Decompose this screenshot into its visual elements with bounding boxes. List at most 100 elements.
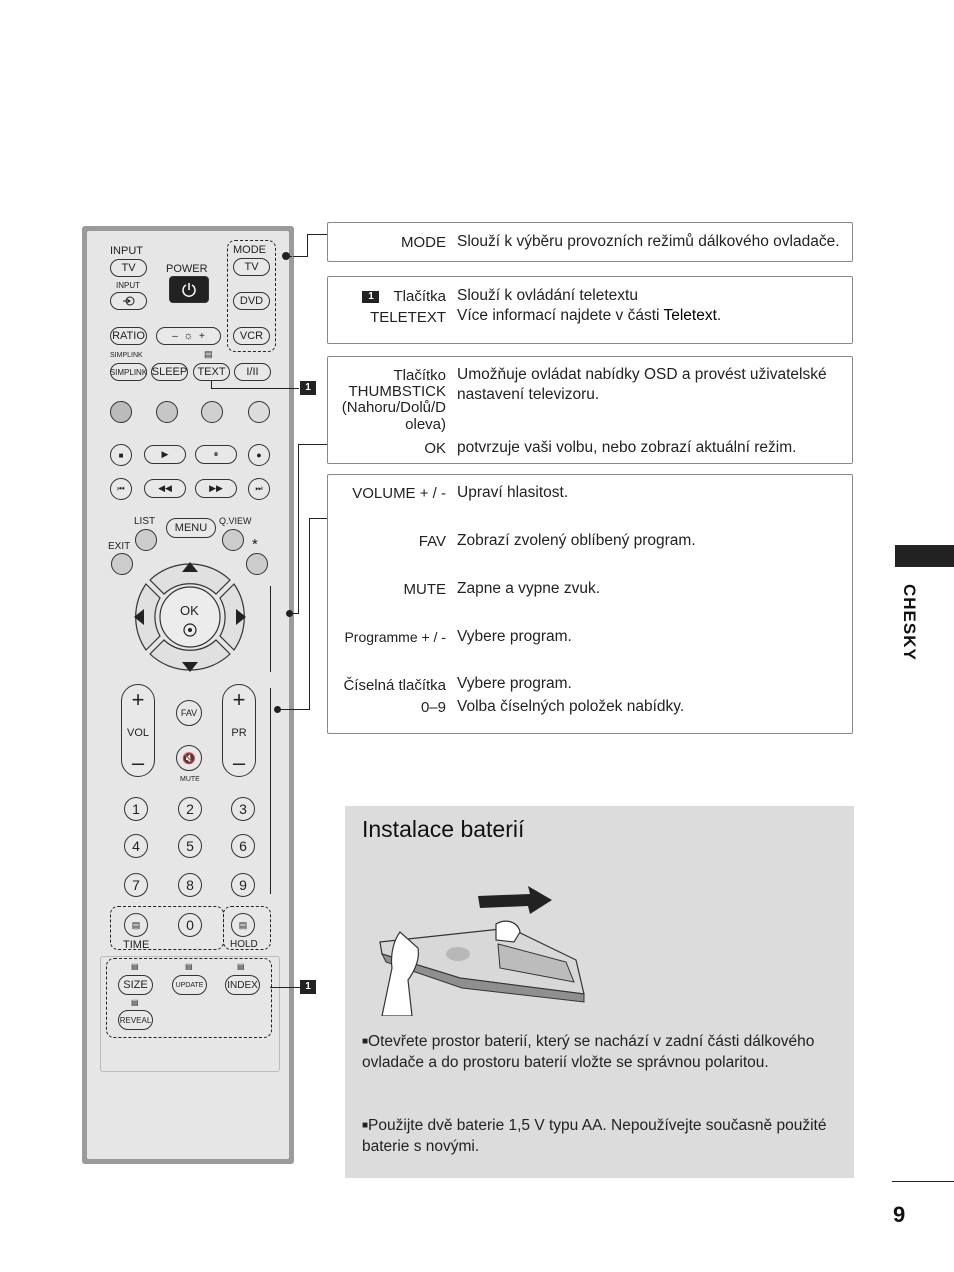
- battery-bullet-2-text: Použijte dvě baterie 1,5 V typu AA. Nepo…: [362, 1117, 827, 1155]
- battery-illustration: [379, 886, 585, 1016]
- callout-line: [293, 256, 307, 257]
- callout-line: [298, 444, 299, 614]
- callout-line-teletext: [270, 987, 300, 988]
- input-icon: [122, 296, 134, 306]
- callout-line: [281, 709, 309, 710]
- digit-1-button: 1: [124, 797, 148, 821]
- vol-desc: Upraví hlasitost.: [457, 484, 569, 501]
- record-button: ●: [248, 444, 270, 466]
- battery-bullet-2: ■Použijte dvě baterie 1,5 V typu AA. Nep…: [362, 1115, 832, 1157]
- mute-label: MUTE: [180, 776, 200, 783]
- list-label: LIST: [134, 516, 156, 527]
- size-button: SIZE: [118, 975, 153, 995]
- ok-desc: potvrzuje vaši volbu, nebo zobrazí aktuá…: [457, 439, 797, 456]
- ok-term: OK: [424, 440, 446, 457]
- skip-back-button: ⏮: [110, 478, 132, 500]
- mode-box: [327, 222, 853, 262]
- list-button: [135, 529, 157, 551]
- right-arrow-icon: [236, 609, 246, 625]
- teletext-desc-2a: Více informací najdete v části: [457, 307, 664, 324]
- num-desc-2: Volba číselných položek nabídky.: [457, 698, 685, 715]
- brightness-button: – ☼ +: [156, 327, 221, 345]
- up-arrow-icon: [182, 562, 198, 572]
- mute-term: MUTE: [403, 581, 447, 598]
- digit-7-button: 7: [124, 873, 148, 897]
- teletext-desc-2: Více informací najdete v části Teletext.: [457, 306, 721, 326]
- digit-8-button: 8: [178, 873, 202, 897]
- digit-6-button: 6: [231, 834, 255, 858]
- fav-desc: Zobrazí zvolený oblíbený program.: [457, 532, 696, 549]
- skip-forward-button: ⏭: [248, 478, 270, 500]
- page-number: 9: [893, 1202, 906, 1227]
- callout-tag-1: 1: [300, 381, 316, 395]
- callout-tag-1: 1: [300, 980, 316, 994]
- teletext-link: Teletext: [663, 307, 717, 324]
- teletext-desc-1: Slouží k ovládání teletextu: [457, 287, 638, 304]
- bottom-panel: [100, 956, 280, 1072]
- minus-icon: –: [131, 750, 145, 775]
- mode-tv-button: TV: [233, 258, 270, 276]
- simplink-logo: SIMPLINK: [110, 352, 143, 359]
- teletext-dashed-group: [106, 958, 272, 1038]
- callout-line: [298, 444, 327, 445]
- text-button: TEXT: [193, 363, 230, 381]
- callout-line: [309, 518, 327, 519]
- callout-bracket-nav: [270, 586, 271, 672]
- plus-icon: +: [232, 687, 246, 712]
- thumb-desc: Umožňuje ovládat nabídky OSD a provést u…: [457, 366, 827, 403]
- fav-button: FAV: [176, 700, 202, 726]
- teletext-hold-icon: ▤: [238, 919, 248, 930]
- remote-body: [87, 231, 289, 1159]
- play-button: ▶: [144, 445, 186, 464]
- teletext-box: [327, 276, 853, 344]
- teletext-term-2: TELETEXT: [370, 309, 446, 326]
- stop-icon: ■: [118, 450, 124, 460]
- callout-dot: [286, 610, 293, 617]
- ok-label: OK: [180, 603, 199, 618]
- num-desc-1: Vybere program.: [457, 675, 572, 692]
- bullet-icon: ■: [362, 1120, 369, 1131]
- input-button: [110, 292, 147, 310]
- mode-term: MODE: [401, 234, 446, 251]
- teletext-badge: 1: [362, 291, 380, 304]
- plus-icon: +: [131, 687, 145, 712]
- vol-label: VOL: [126, 726, 149, 739]
- down-arrow-icon: [182, 662, 198, 672]
- hold-dashed-group: [223, 906, 271, 950]
- navigation-pad: [134, 562, 246, 672]
- callout-line: [307, 234, 308, 257]
- digit-0-button: 0: [178, 913, 202, 937]
- hold-button: ▤: [231, 913, 255, 937]
- hold-label: HOLD: [230, 939, 258, 950]
- callout-dot: [274, 706, 281, 713]
- color-button-blue: [248, 401, 270, 423]
- page-number-rule: [892, 1181, 954, 1182]
- power-icon: [182, 282, 196, 297]
- color-button-yellow: [201, 401, 223, 423]
- vcr-button: VCR: [233, 327, 270, 345]
- fast-forward-button: ▶▶: [195, 479, 237, 498]
- pause-icon: ⏸: [213, 449, 219, 459]
- power-button: [169, 276, 209, 303]
- digit-5-button: 5: [178, 834, 202, 858]
- index-button: INDEX: [225, 975, 260, 995]
- vol-term: VOLUME + / -: [352, 485, 446, 502]
- prog-desc: Vybere program.: [457, 628, 572, 645]
- programme-rocker: + PR –: [222, 684, 256, 777]
- thumb-term-3: (Nahoru/Dolů/D: [341, 399, 446, 416]
- prog-term: Programme + / -: [344, 629, 446, 645]
- play-icon: ▶: [161, 449, 169, 459]
- language-tab-label: CHESKY: [900, 584, 919, 661]
- digit-3-button: 3: [231, 797, 255, 821]
- skip-back-icon: ⏮: [117, 484, 125, 493]
- volume-box: [327, 474, 853, 734]
- teletext-icon: ▤: [204, 349, 213, 359]
- mode-desc: Slouží k výběru provozních režimů dálkov…: [457, 233, 840, 250]
- fav-term: FAV: [418, 533, 446, 550]
- time-button: ▤: [124, 913, 148, 937]
- size-icon: ▤: [131, 962, 139, 971]
- menu-button: MENU: [166, 518, 216, 538]
- qview-label: Q.VIEW: [219, 516, 252, 526]
- brightness-icon: ☼: [183, 330, 194, 342]
